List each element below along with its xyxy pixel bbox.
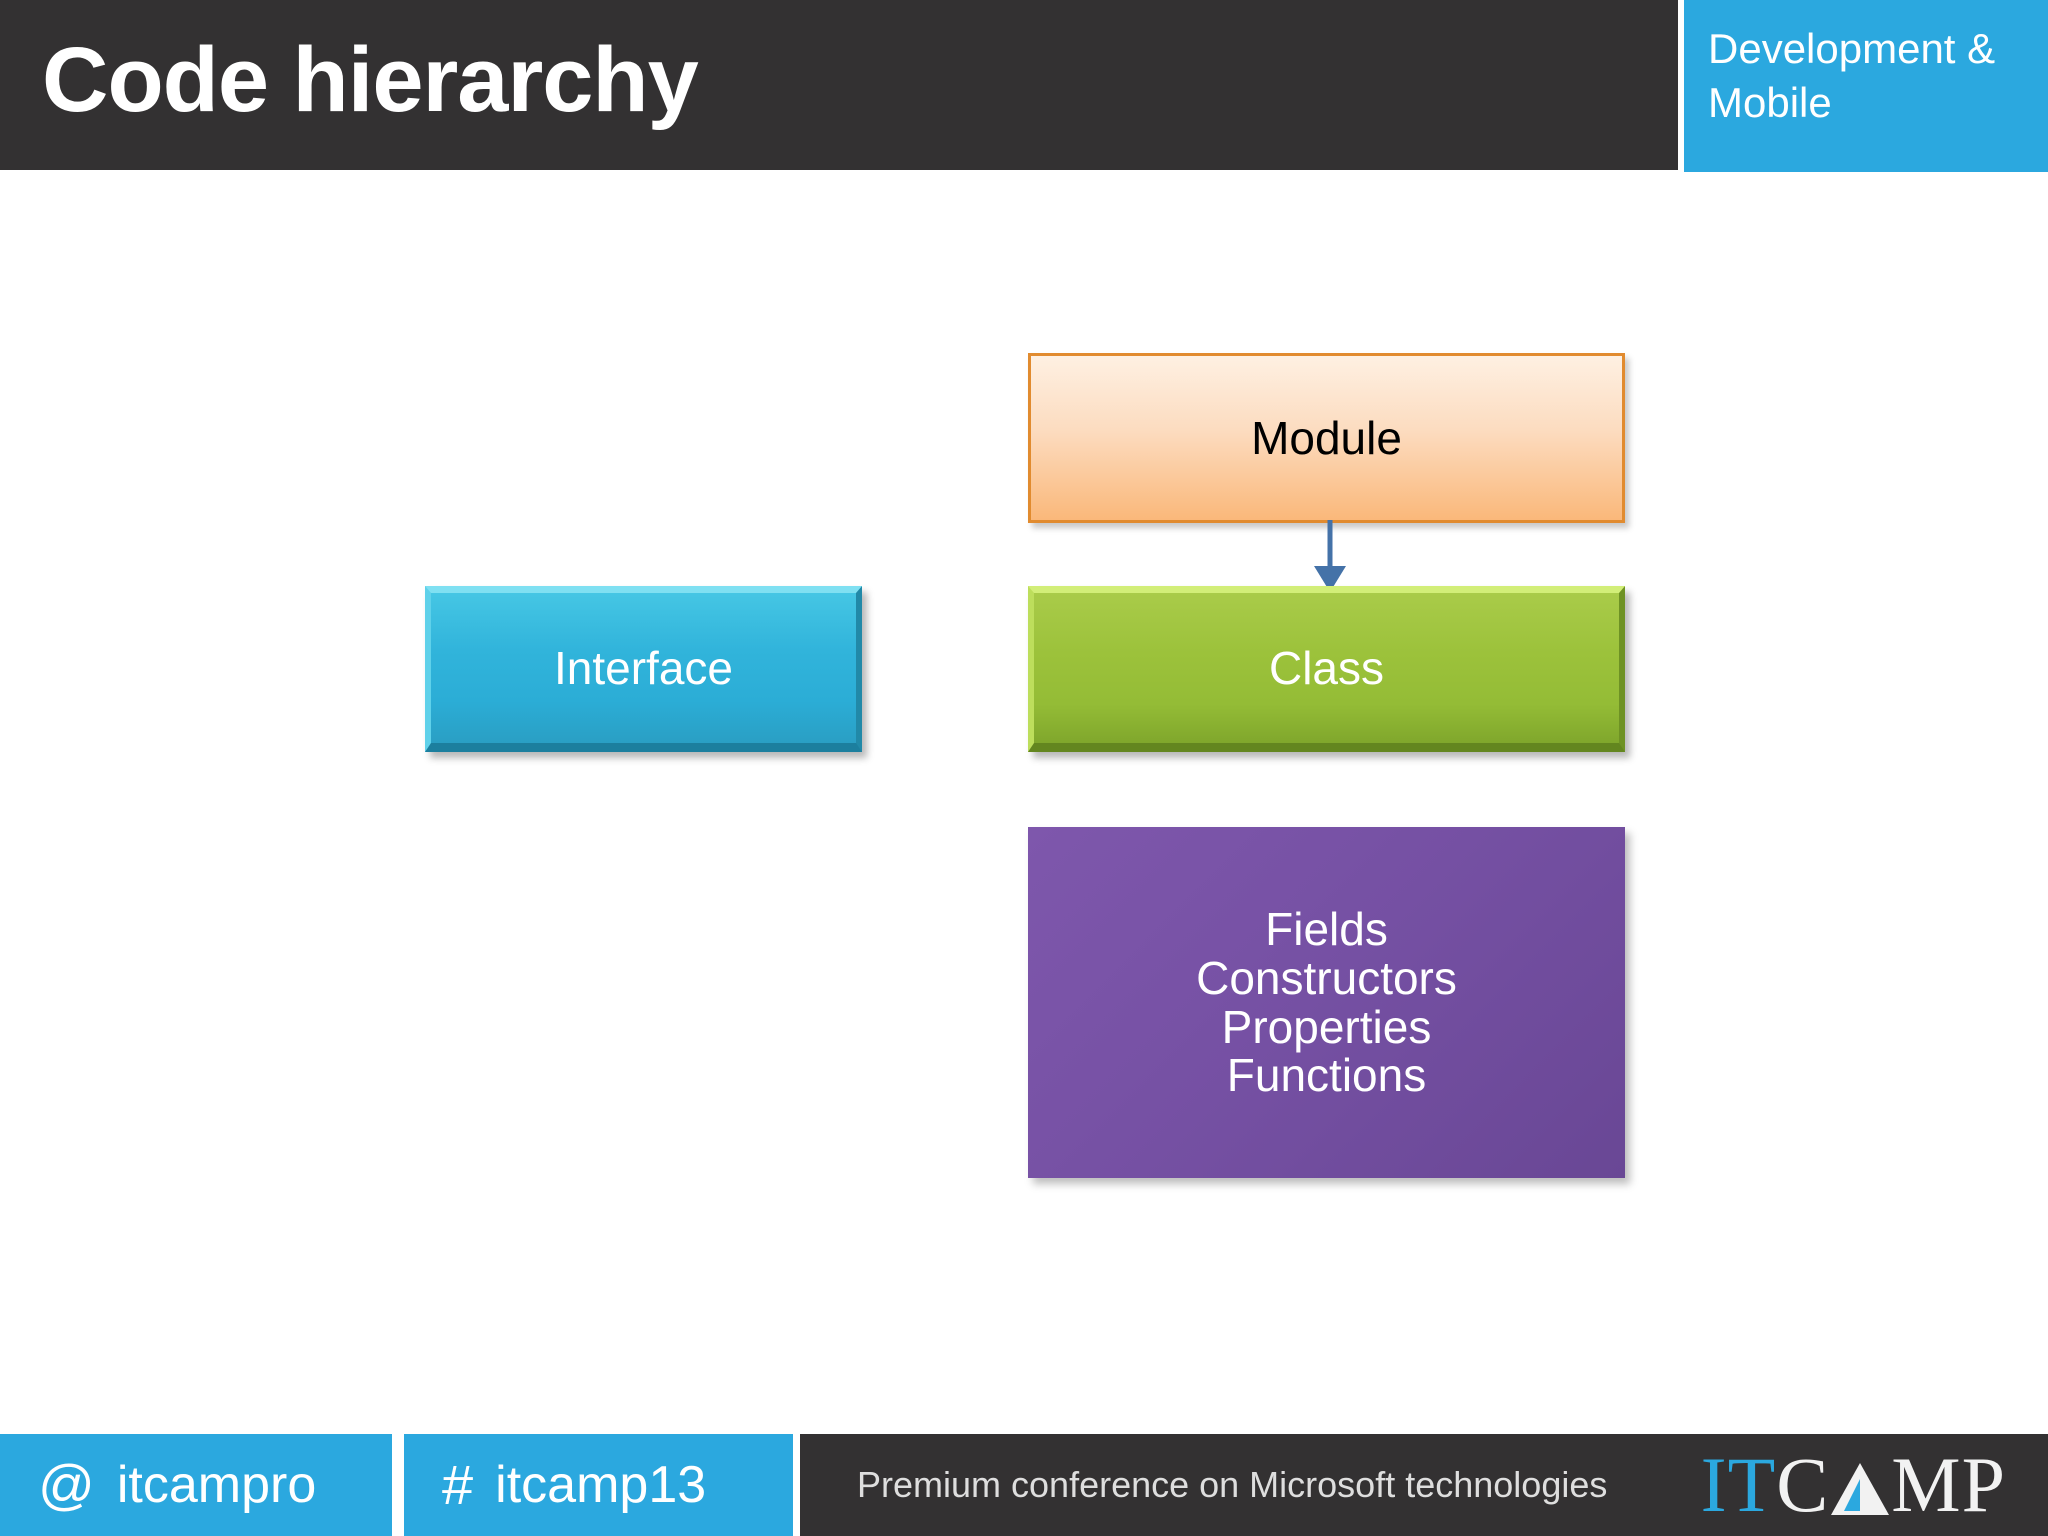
footer: Premium conference on Microsoft technolo… — [0, 1434, 2048, 1536]
track-badge: Development & Mobile — [1684, 0, 2048, 172]
logo-text-mp: MP — [1891, 1441, 2006, 1528]
header-bar: Code hierarchy — [0, 0, 1678, 170]
footer-twitter-chip[interactable]: @ itcampro — [0, 1434, 392, 1536]
diagram-node-module-label: Module — [1251, 412, 1402, 464]
logo-triangle-a-icon — [1829, 1454, 1891, 1516]
member-line-functions: Functions — [1226, 1049, 1427, 1102]
footer-dark-bar: Premium conference on Microsoft technolo… — [800, 1434, 2048, 1536]
logo-text-it: IT — [1700, 1441, 1777, 1528]
connector-module-to-class — [1314, 520, 1346, 592]
page-title: Code hierarchy — [42, 29, 699, 131]
at-icon: @ — [38, 1453, 95, 1516]
diagram-node-interface: Interface — [425, 586, 862, 752]
diagram-node-class-label: Class — [1268, 642, 1385, 694]
diagram-node-class-members: Fields Constructors Properties Functions — [1028, 827, 1625, 1178]
hash-icon: # — [442, 1453, 474, 1516]
hashtag-label: itcamp13 — [495, 1456, 707, 1514]
diagram-node-interface-label: Interface — [554, 642, 733, 694]
diagram-node-class: Class — [1028, 586, 1625, 752]
member-line-constructors: Constructors — [1196, 951, 1457, 1004]
logo-text-c: C — [1776, 1441, 1830, 1528]
diagram-canvas: Module Interface Class Fields Constructo… — [0, 172, 2048, 1430]
footer-tagline: Premium conference on Microsoft technolo… — [857, 1464, 1608, 1505]
member-line-properties: Properties — [1221, 1000, 1432, 1053]
track-badge-label: Development & Mobile — [1708, 25, 1996, 126]
itcamp-logo: IT C MP — [1701, 1434, 2006, 1536]
twitter-handle-label: itcampro — [116, 1456, 317, 1514]
footer-hashtag-chip[interactable]: # itcamp13 — [404, 1434, 793, 1536]
diagram-node-module: Module — [1028, 353, 1625, 523]
member-line-fields: Fields — [1265, 902, 1388, 955]
